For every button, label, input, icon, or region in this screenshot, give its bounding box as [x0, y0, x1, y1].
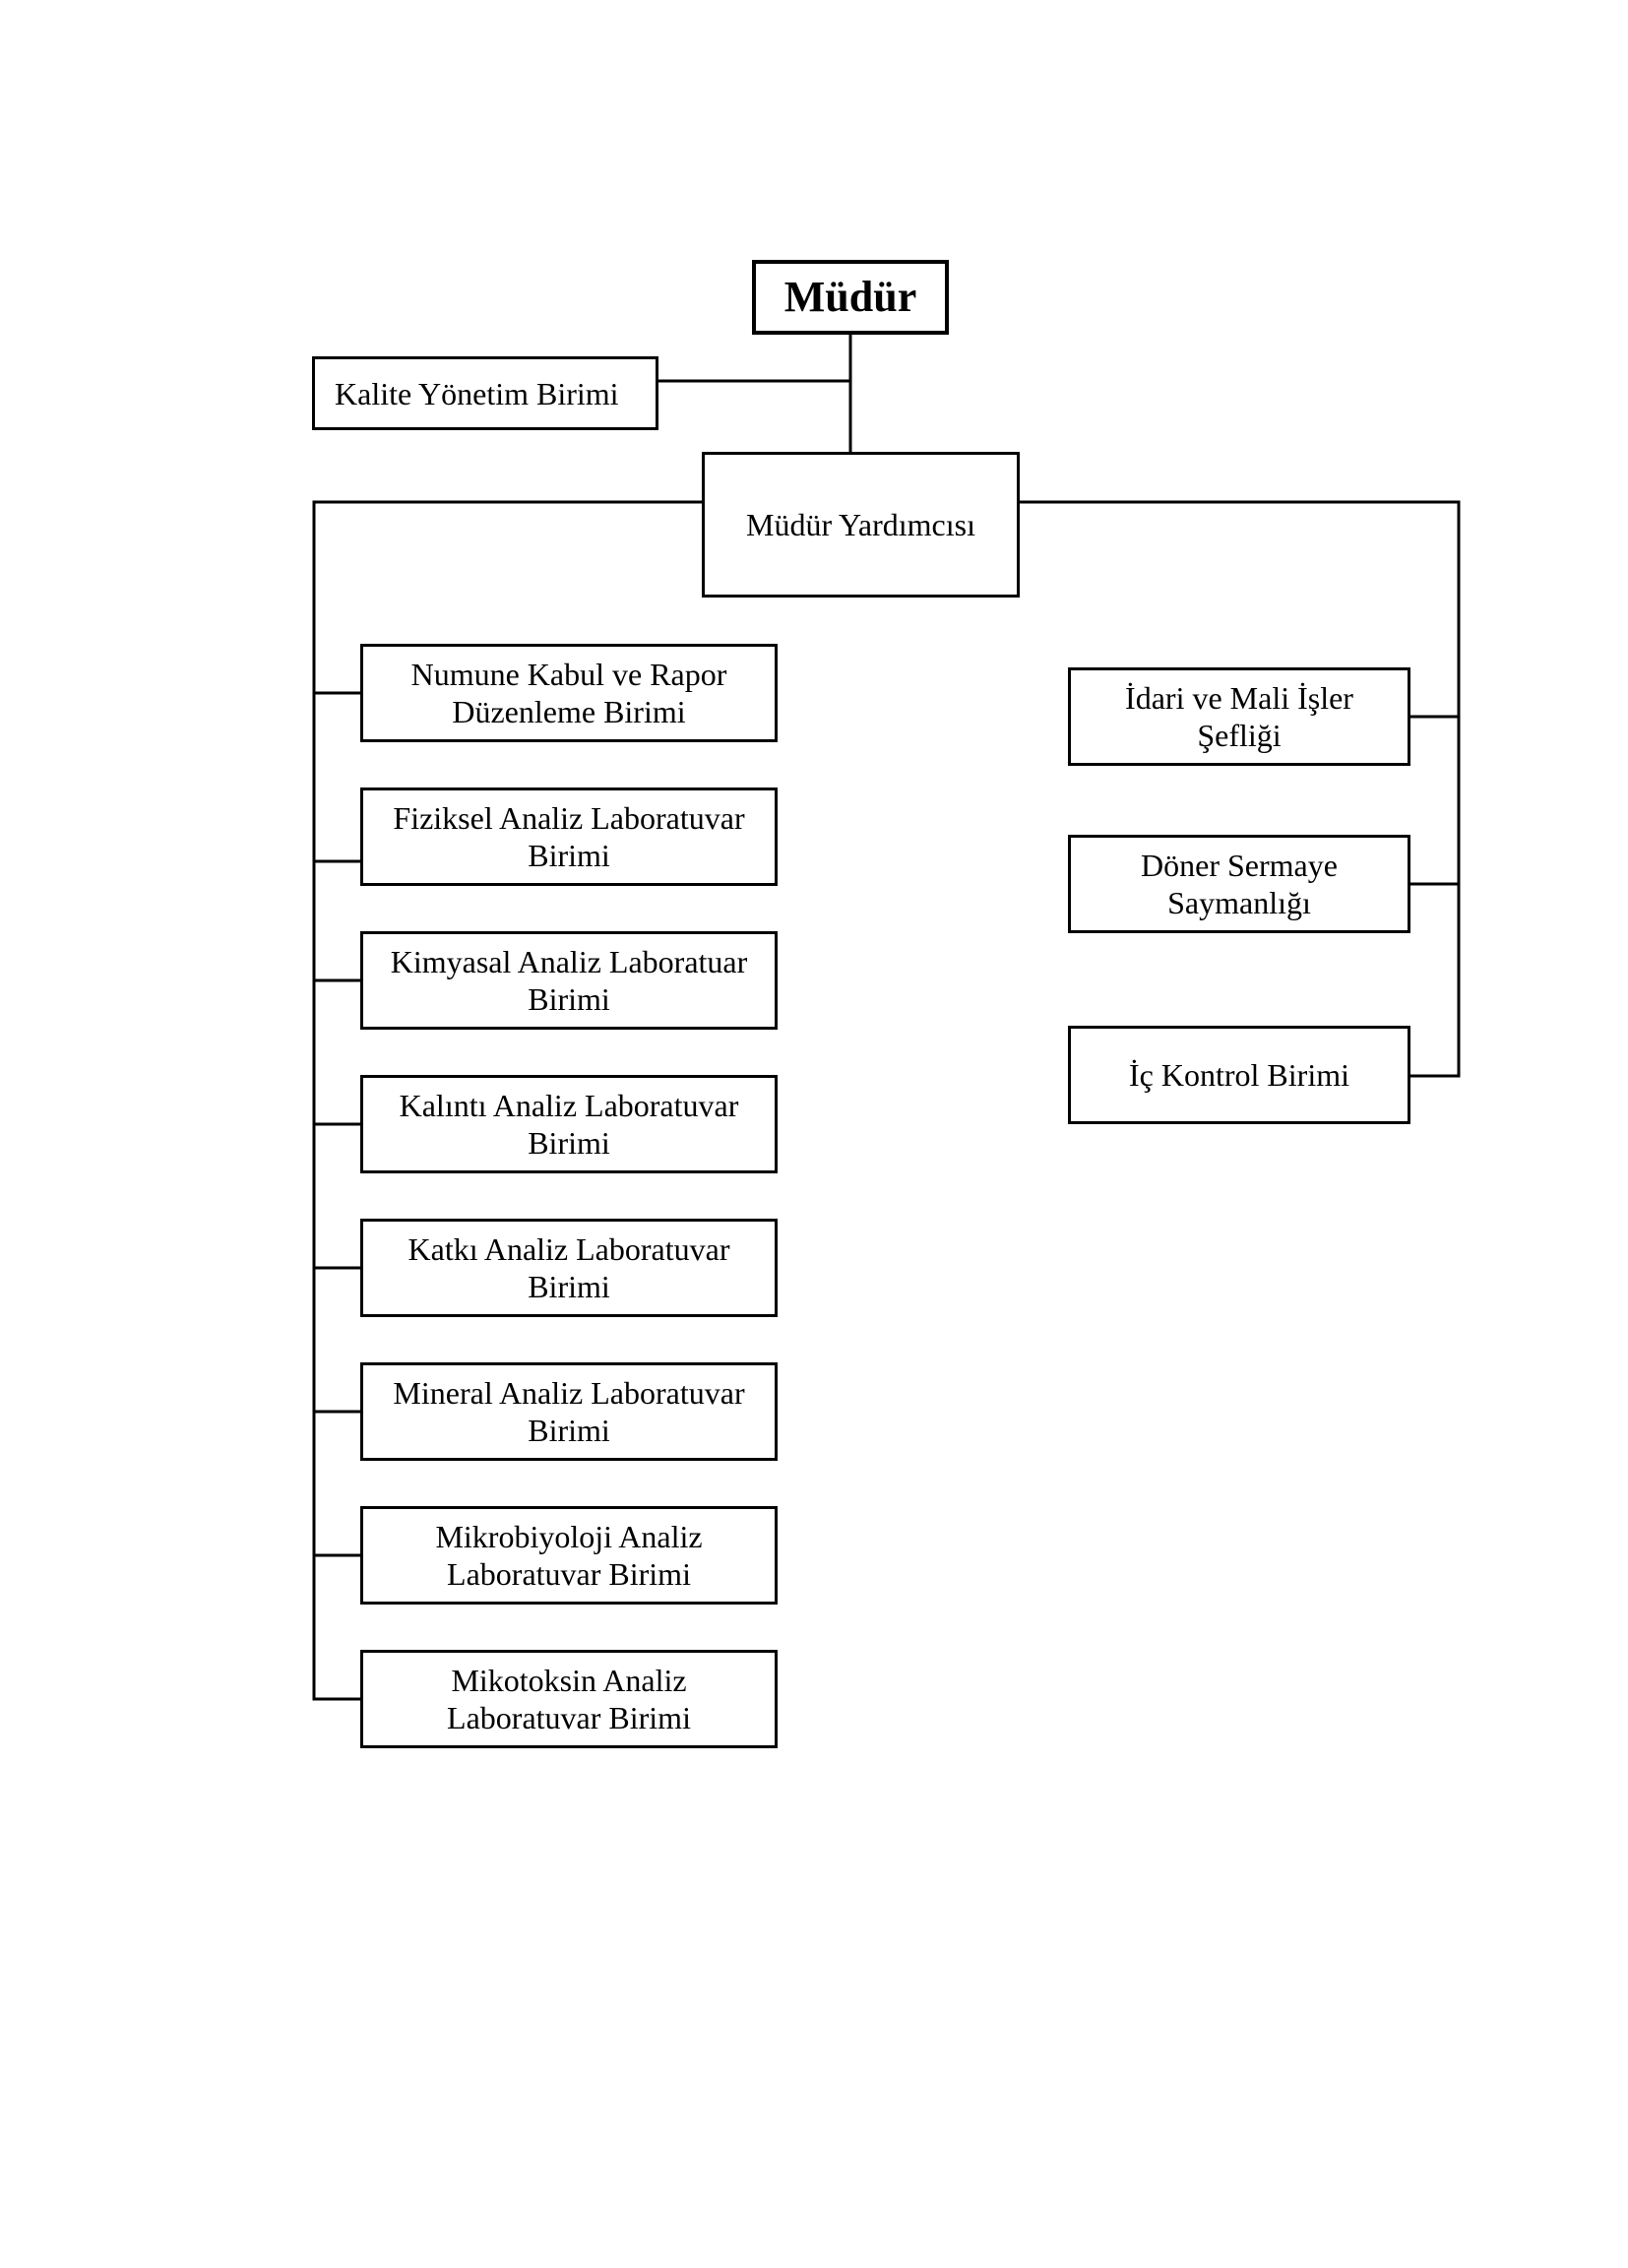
kalinti-analiz-box: Kalıntı Analiz Laboratuvar Birimi [360, 1075, 778, 1173]
mineral-analiz-box: Mineral Analiz Laboratuvar Birimi [360, 1362, 778, 1461]
mikrobiyoloji-analiz-box: Mikrobiyoloji Analiz Laboratuvar Birimi [360, 1506, 778, 1605]
fiziksel-analiz-box: Fiziksel Analiz Laboratuvar Birimi [360, 788, 778, 886]
numune-kabul-label: Numune Kabul ve Rapor Düzenleme Birimi [410, 657, 727, 729]
kalinti-analiz-label: Kalıntı Analiz Laboratuvar Birimi [399, 1088, 739, 1161]
katki-analiz-box: Katkı Analiz Laboratuvar Birimi [360, 1219, 778, 1317]
idari-mali-isler-box: İdari ve Mali İşler Şefliği [1068, 667, 1410, 766]
mudur-label: Müdür [783, 273, 917, 321]
mikotoksin-analiz-label: Mikotoksin Analiz Laboratuvar Birimi [447, 1663, 691, 1735]
ic-kontrol-box: İç Kontrol Birimi [1068, 1026, 1410, 1124]
mikotoksin-analiz-box: Mikotoksin Analiz Laboratuvar Birimi [360, 1650, 778, 1748]
kalite-yonetim-box: Kalite Yönetim Birimi [312, 356, 658, 430]
doner-sermaye-label: Döner Sermaye Saymanlığı [1141, 848, 1338, 920]
mineral-analiz-label: Mineral Analiz Laboratuvar Birimi [393, 1375, 745, 1448]
katki-analiz-label: Katkı Analiz Laboratuvar Birimi [407, 1231, 730, 1304]
doner-sermaye-box: Döner Sermaye Saymanlığı [1068, 835, 1410, 933]
mudur-yardimcisi-label: Müdür Yardımcısı [746, 507, 975, 542]
mudur-yardimcisi-box: Müdür Yardımcısı [702, 452, 1020, 598]
fiziksel-analiz-label: Fiziksel Analiz Laboratuvar Birimi [393, 800, 745, 873]
kalite-yonetim-label: Kalite Yönetim Birimi [335, 375, 619, 411]
ic-kontrol-label: İç Kontrol Birimi [1129, 1057, 1349, 1093]
numune-kabul-box: Numune Kabul ve Rapor Düzenleme Birimi [360, 644, 778, 742]
kimyasal-analiz-label: Kimyasal Analiz Laboratuar Birimi [390, 944, 748, 1017]
idari-mali-isler-label: İdari ve Mali İşler Şefliği [1125, 680, 1353, 753]
mudur-box: Müdür [752, 260, 949, 335]
mikrobiyoloji-analiz-label: Mikrobiyoloji Analiz Laboratuvar Birimi [435, 1519, 703, 1592]
kimyasal-analiz-box: Kimyasal Analiz Laboratuar Birimi [360, 931, 778, 1030]
